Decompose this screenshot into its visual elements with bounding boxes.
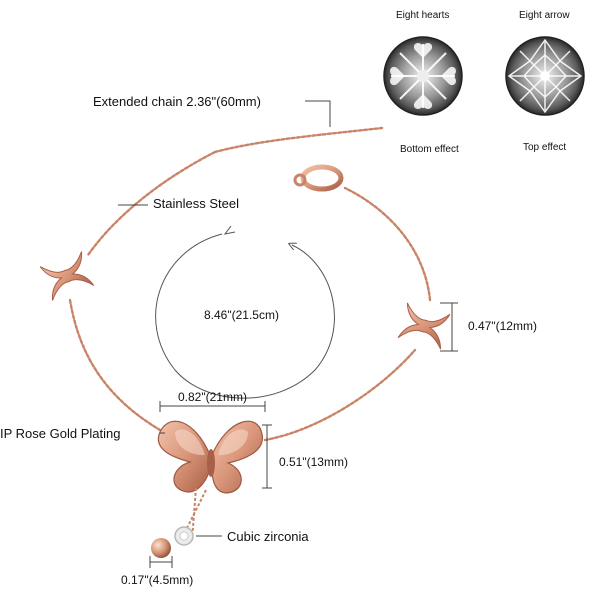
eight-hearts-title: Eight hearts bbox=[396, 10, 450, 21]
charm-height-label: 0.47"(12mm) bbox=[468, 319, 537, 333]
circumference-label: 8.46"(21.5cm) bbox=[204, 308, 279, 322]
lobster-clasp bbox=[293, 164, 344, 192]
extended-chain-label: Extended chain 2.36"(60mm) bbox=[93, 94, 261, 109]
plating-label: IP Rose Gold Plating bbox=[0, 426, 121, 441]
top-effect-caption: Top effect bbox=[523, 142, 567, 153]
eight-hearts-gem bbox=[383, 36, 463, 116]
eight-arrow-title: Eight arrow bbox=[519, 10, 570, 21]
leader-lines bbox=[118, 100, 458, 568]
right-x-charm bbox=[397, 302, 451, 350]
chain bbox=[68, 126, 432, 442]
eight-arrow-gem bbox=[505, 36, 585, 116]
stainless-steel-label: Stainless Steel bbox=[153, 196, 239, 211]
cubic-zirconia-stone bbox=[174, 526, 194, 546]
bottom-effect-caption: Bottom effect bbox=[400, 144, 459, 155]
rose-gold-bead bbox=[151, 538, 171, 558]
bead-size-label: 0.17"(4.5mm) bbox=[121, 573, 194, 587]
butterfly-height-label: 0.51"(13mm) bbox=[279, 455, 348, 469]
butterfly-width-label: 0.82"(21mm) bbox=[178, 390, 247, 404]
circumference-arc bbox=[155, 225, 335, 399]
cubic-zirconia-label: Cubic zirconia bbox=[227, 529, 309, 544]
left-x-charm bbox=[39, 251, 95, 301]
butterfly-charm bbox=[157, 420, 263, 494]
dangles bbox=[185, 487, 207, 541]
